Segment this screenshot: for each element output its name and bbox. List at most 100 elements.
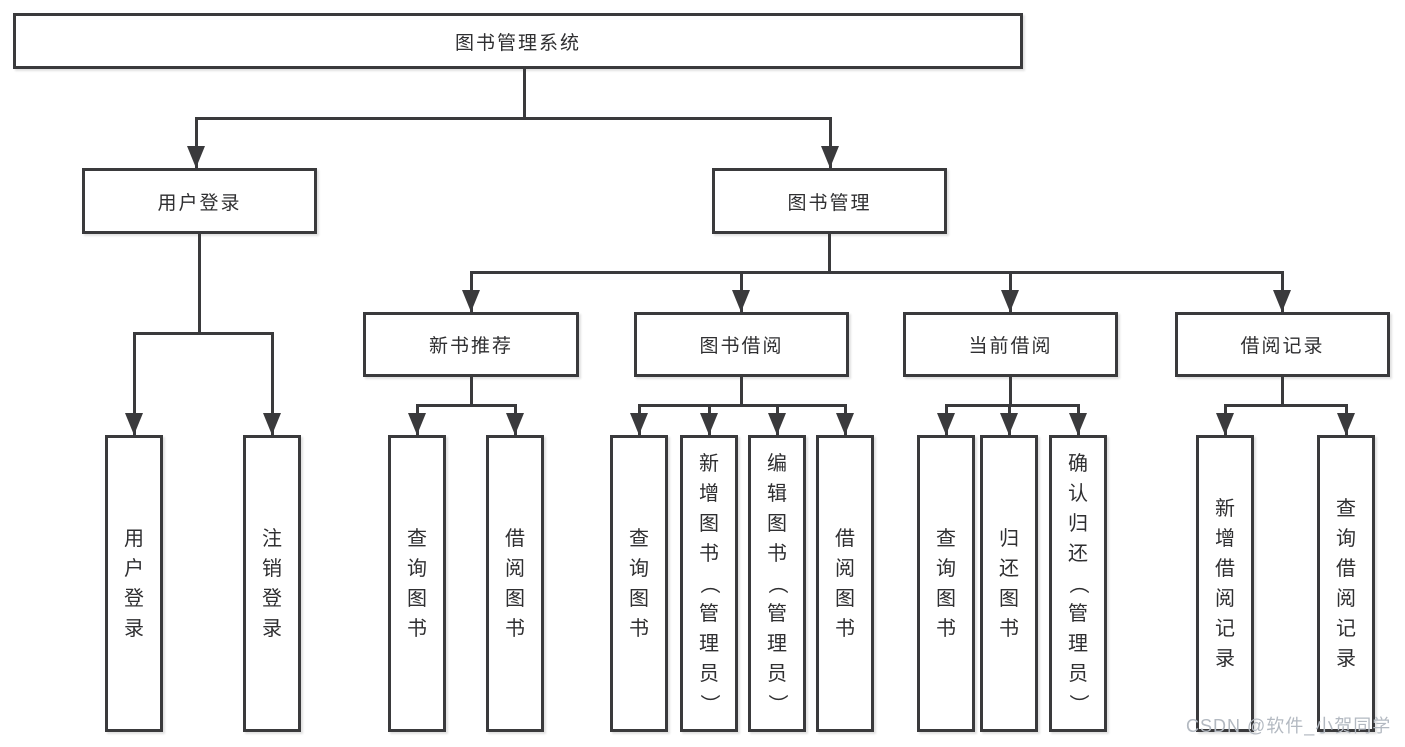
leaf-query-books-borrow: 查询图书 xyxy=(610,435,668,732)
leaf-edit-book-admin-label: 编辑图书（管理员） xyxy=(751,438,803,729)
vertical-char: 询 xyxy=(1336,527,1356,550)
leaf-query-books-current: 查询图书 xyxy=(917,435,975,732)
arrow-down-icon xyxy=(263,413,281,435)
vertical-char: 管 xyxy=(767,602,787,625)
vertical-char: 记 xyxy=(1215,617,1235,640)
vertical-char: 书 xyxy=(936,617,956,640)
arrow-down-icon xyxy=(700,413,718,435)
leaf-query-books-recommend-label: 查询图书 xyxy=(391,438,443,729)
vertical-char: ） xyxy=(1067,693,1089,714)
node-current-borrow-label: 当前借阅 xyxy=(968,336,1053,357)
vertical-char: 管 xyxy=(699,602,719,625)
vertical-char: 员 xyxy=(699,662,719,685)
connector-bar xyxy=(945,404,1080,407)
arrow-down-icon xyxy=(506,413,524,435)
leaf-user-login: 用户登录 xyxy=(105,435,163,732)
vertical-char: 增 xyxy=(699,482,719,505)
arrow-down-icon xyxy=(1001,290,1019,312)
arrow-down-icon xyxy=(462,290,480,312)
vertical-char: 阅 xyxy=(835,557,855,580)
vertical-char: 查 xyxy=(629,527,649,550)
vertical-char: 新 xyxy=(699,452,719,475)
vertical-char: 书 xyxy=(999,617,1019,640)
vertical-char: 借 xyxy=(1215,557,1235,580)
arrow-down-icon xyxy=(732,290,750,312)
arrow-down-icon xyxy=(125,413,143,435)
arrow-down-icon xyxy=(187,146,205,168)
arrow-down-icon xyxy=(836,413,854,435)
vertical-char: 图 xyxy=(936,587,956,610)
leaf-logout-label: 注销登录 xyxy=(246,438,298,729)
arrow-down-icon xyxy=(1069,413,1087,435)
vertical-char: 书 xyxy=(505,617,525,640)
vertical-char: 理 xyxy=(767,632,787,655)
connector-bar xyxy=(470,271,1283,274)
arrow-down-icon xyxy=(1273,290,1291,312)
connector-bar xyxy=(416,404,517,407)
node-borrow-records-label: 借阅记录 xyxy=(1240,336,1325,357)
connector xyxy=(198,234,201,334)
vertical-char: 书 xyxy=(699,542,719,565)
arrow-down-icon xyxy=(937,413,955,435)
vertical-char: 销 xyxy=(262,557,282,580)
vertical-char: （ xyxy=(1067,573,1089,594)
leaf-user-login-label: 用户登录 xyxy=(108,438,160,729)
vertical-char: 录 xyxy=(262,617,282,640)
leaf-return-book-label: 归还图书 xyxy=(983,438,1035,729)
connector-bar xyxy=(133,332,274,335)
vertical-char: 理 xyxy=(1068,632,1088,655)
vertical-char: 理 xyxy=(699,632,719,655)
node-current-borrow: 当前借阅 xyxy=(903,312,1118,377)
vertical-char: 还 xyxy=(999,557,1019,580)
leaf-confirm-return-admin: 确认归还（管理员） xyxy=(1049,435,1107,732)
leaf-borrow-books: 借阅图书 xyxy=(816,435,874,732)
vertical-char: 查 xyxy=(936,527,956,550)
vertical-char: 借 xyxy=(835,527,855,550)
leaf-add-book-admin: 新增图书（管理员） xyxy=(680,435,738,732)
leaf-confirm-return-admin-label: 确认归还（管理员） xyxy=(1052,438,1104,729)
leaf-edit-book-admin: 编辑图书（管理员） xyxy=(748,435,806,732)
vertical-char: 用 xyxy=(124,527,144,550)
vertical-char: 增 xyxy=(1215,527,1235,550)
vertical-char: 归 xyxy=(1068,512,1088,535)
node-book-management-label: 图书管理 xyxy=(787,192,872,214)
vertical-char: 管 xyxy=(1068,602,1088,625)
vertical-char: 图 xyxy=(835,587,855,610)
vertical-char: 记 xyxy=(1336,617,1356,640)
leaf-add-borrow-record-label: 新增借阅记录 xyxy=(1199,438,1251,729)
node-book-borrow-label: 图书借阅 xyxy=(699,336,784,357)
vertical-char: （ xyxy=(698,573,720,594)
arrow-down-icon xyxy=(1337,413,1355,435)
node-new-book-recommend-label: 新书推荐 xyxy=(428,336,513,357)
vertical-char: 辑 xyxy=(767,482,787,505)
arrow-down-icon xyxy=(768,413,786,435)
vertical-char: 还 xyxy=(1068,542,1088,565)
arrow-down-icon xyxy=(1216,413,1234,435)
vertical-char: 书 xyxy=(629,617,649,640)
vertical-char: 图 xyxy=(629,587,649,610)
leaf-add-borrow-record: 新增借阅记录 xyxy=(1196,435,1254,732)
connector xyxy=(829,117,832,168)
arrow-down-icon xyxy=(1000,413,1018,435)
vertical-char: 阅 xyxy=(1215,587,1235,610)
vertical-char: 阅 xyxy=(505,557,525,580)
node-borrow-records: 借阅记录 xyxy=(1175,312,1390,377)
connector xyxy=(133,332,136,435)
vertical-char: 询 xyxy=(936,557,956,580)
connector-bar xyxy=(1224,404,1348,407)
vertical-char: 员 xyxy=(1068,662,1088,685)
vertical-char: 新 xyxy=(1215,497,1235,520)
vertical-char: 图 xyxy=(699,512,719,535)
vertical-char: 图 xyxy=(407,587,427,610)
node-root: 图书管理系统 xyxy=(13,13,1023,69)
node-user-login: 用户登录 xyxy=(82,168,317,234)
connector xyxy=(523,69,526,119)
vertical-char: 书 xyxy=(407,617,427,640)
vertical-char: 编 xyxy=(767,452,787,475)
arrow-down-icon xyxy=(408,413,426,435)
connector-bar xyxy=(195,117,832,120)
connector xyxy=(470,377,473,407)
vertical-char: 阅 xyxy=(1336,587,1356,610)
arrow-down-icon xyxy=(821,146,839,168)
node-book-management: 图书管理 xyxy=(712,168,947,234)
